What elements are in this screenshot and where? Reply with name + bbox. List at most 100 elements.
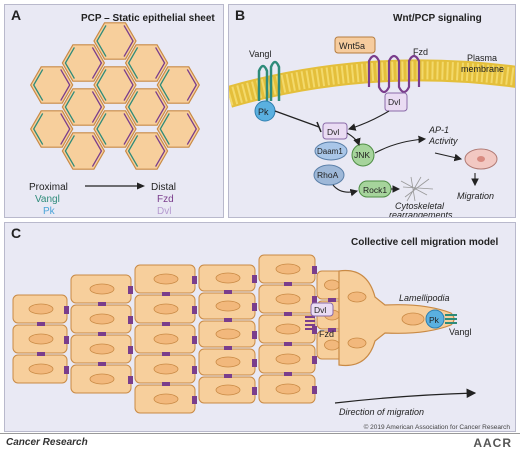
dvl-box-mid: [322, 122, 348, 140]
rock1-label: Rock1: [363, 185, 387, 195]
cell-nucleus: [89, 373, 115, 385]
dvl-box-top: [384, 92, 408, 112]
junction-marker: [328, 298, 336, 302]
legend-distal: Distal: [151, 182, 176, 193]
dvl-box-c: [310, 302, 334, 317]
fzd-receptor-c: [305, 316, 315, 330]
migration-label: Migration: [457, 191, 494, 201]
cell-nucleus: [324, 339, 340, 351]
cell-nucleus: [89, 283, 115, 295]
polarity-marker: [32, 113, 44, 145]
polarity-marker: [91, 91, 103, 123]
epithelial-cell: [124, 88, 169, 126]
cell-nucleus: [89, 343, 115, 355]
panel-b: B Wnt/PCP signaling Vangl Fzd Wnt5a Plas…: [228, 4, 516, 218]
epithelial-cell: [93, 110, 137, 148]
cell-nucleus: [215, 356, 241, 368]
cell-nucleus: [215, 272, 241, 284]
epithelial-cell: [61, 132, 106, 170]
epithelial-cell: [124, 44, 169, 82]
plasma-label-1: Plasma: [467, 53, 497, 63]
cell-nucleus: [89, 313, 115, 325]
cyto-label-1: Cytoskeletal: [395, 201, 445, 211]
cell-nucleus: [28, 363, 54, 375]
panel-c-letter: C: [11, 225, 22, 241]
polarity-marker: [159, 69, 170, 101]
junction-marker: [37, 352, 45, 356]
cell-nucleus: [153, 303, 179, 315]
polarity-marker: [127, 91, 139, 123]
cell-nucleus: [215, 300, 241, 312]
junction-marker: [37, 322, 45, 326]
legend-proximal: Proximal: [29, 182, 68, 193]
cell-nucleus: [275, 353, 301, 365]
junction-marker: [128, 376, 133, 384]
legend-fzd: Fzd: [157, 194, 174, 205]
legend-dvl: Dvl: [157, 206, 171, 217]
wnt5a-box: [334, 36, 376, 54]
ap1-label-1: AP-1: [428, 125, 449, 135]
cell-nucleus: [275, 323, 301, 335]
junction-marker: [224, 290, 232, 294]
epithelial-cell: [156, 110, 200, 148]
polarity-marker: [96, 25, 107, 57]
junction-marker: [252, 275, 257, 283]
cell-nucleus: [153, 393, 179, 405]
junction-marker: [312, 266, 317, 274]
polarity-marker: [32, 69, 44, 101]
cell-nucleus: [324, 279, 340, 291]
vangl-label: Vangl: [249, 49, 271, 59]
wnt5a-label: Wnt5a: [339, 41, 365, 51]
panel-a-letter: A: [11, 7, 22, 23]
junction-marker: [162, 322, 170, 326]
cell-nucleus: [153, 333, 179, 345]
cyto-label-2: rearrangements: [389, 210, 453, 218]
epithelial-cell: [93, 22, 137, 60]
plasma-label-2: membrane: [461, 64, 504, 74]
daam1-node: [314, 141, 348, 161]
cytoskeleton-icon: [400, 176, 434, 202]
polarity-marker: [123, 25, 134, 57]
legend-pk: Pk: [43, 206, 56, 217]
journal-name: Cancer Research: [6, 437, 88, 448]
signaling-diagram: Vangl Fzd Wnt5a Plasma membrane Dvl Pk D…: [229, 36, 515, 218]
epithelial-cell: [93, 66, 137, 104]
polarity-marker: [186, 113, 198, 145]
junction-marker: [284, 372, 292, 376]
vangl-label-c: Vangl: [449, 327, 471, 337]
pk-inhibits-dvl: [274, 110, 320, 128]
cell-nucleus: [28, 303, 54, 315]
rhoa-node: [313, 164, 345, 186]
polarity-marker: [155, 135, 166, 167]
polarity-marker: [127, 47, 139, 79]
pk-node-c: [425, 309, 445, 329]
plasma-membrane: [229, 59, 515, 108]
junction-marker: [328, 328, 336, 332]
junction-marker: [192, 396, 197, 404]
legend-vangl: Vangl: [35, 194, 60, 205]
hexagon-sheet: Proximal Distal Vangl Fzd Pk Dvl: [29, 22, 200, 217]
junction-marker: [252, 303, 257, 311]
dvl-label-mid: Dvl: [327, 127, 339, 137]
migration-model: Dvl Fzd Pk Vangl Lamellipodia Direction …: [12, 254, 477, 417]
panel-a: A PCP – Static epithelial sheet Proximal…: [4, 4, 224, 218]
footer-divider: [0, 433, 520, 434]
junction-marker: [98, 362, 106, 366]
junction-marker: [312, 386, 317, 394]
junction-marker: [128, 286, 133, 294]
junction-marker: [162, 352, 170, 356]
legend-arrow: [85, 182, 145, 190]
junction-marker: [224, 346, 232, 350]
polarity-marker: [60, 69, 71, 101]
cell-nucleus: [28, 333, 54, 345]
fzd-label: Fzd: [413, 47, 428, 57]
polarity-marker: [96, 69, 107, 101]
dvl-label-c: Dvl: [314, 305, 326, 315]
fzd-receptor: [367, 54, 421, 94]
daam1-label: Daam1: [317, 147, 343, 156]
polarity-marker: [96, 113, 107, 145]
junction-marker: [162, 292, 170, 296]
polarity-marker: [91, 135, 103, 167]
epithelial-cell: [61, 44, 106, 82]
polarity-marker: [91, 47, 103, 79]
